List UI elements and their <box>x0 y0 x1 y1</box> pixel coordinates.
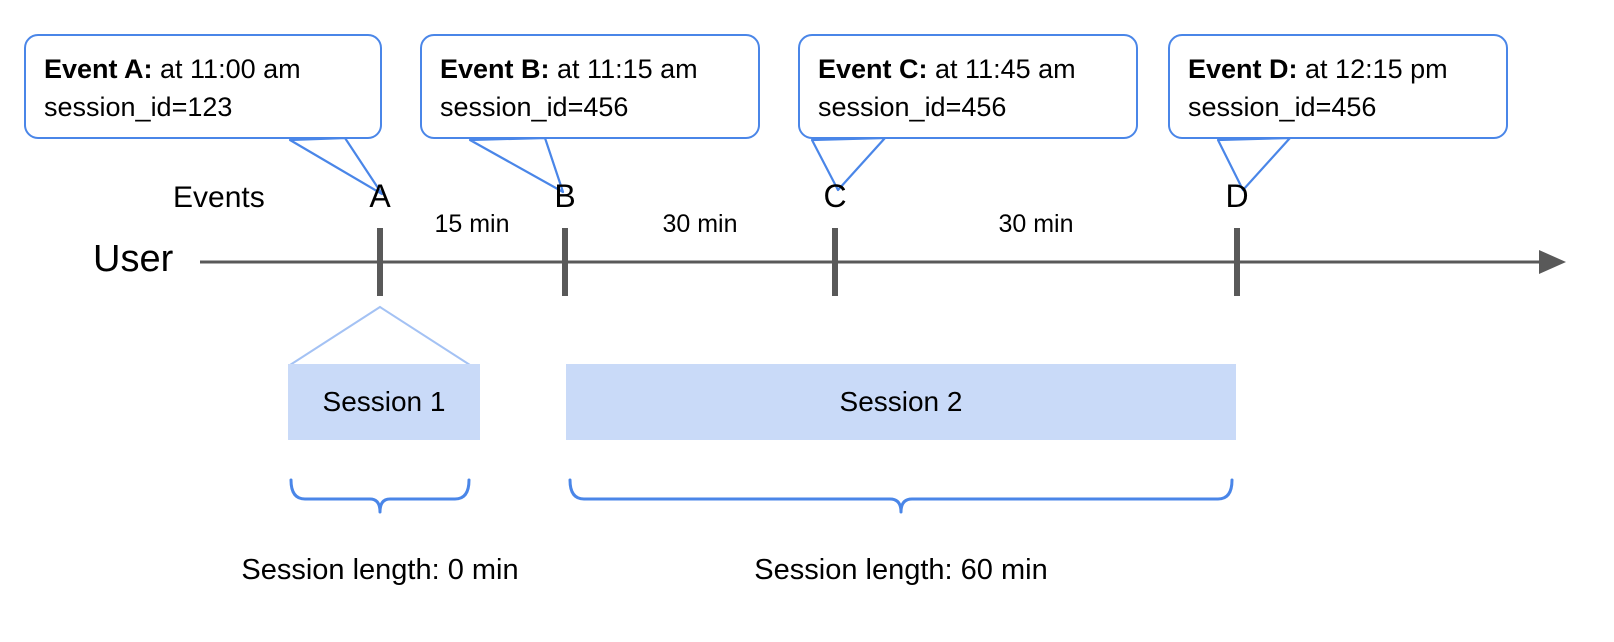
callout-event-a-time: at 11:00 am <box>152 54 301 84</box>
session-1-brace <box>289 478 471 514</box>
callout-event-a-session: session_id=123 <box>44 92 233 123</box>
session-2-length-label: Session length: 60 min <box>754 554 1048 586</box>
session-box-1-label: Session 1 <box>322 386 446 417</box>
user-lane-label: User <box>93 238 174 280</box>
callout-event-c-title: Event C: <box>818 54 928 84</box>
callout-event-b-time: at 11:15 am <box>549 54 698 84</box>
tick-label-c: C <box>823 178 847 214</box>
tick-label-b: B <box>554 178 576 214</box>
session-box-2-label: Session 2 <box>839 386 963 417</box>
gap-label-b-c: 30 min <box>662 210 738 238</box>
gap-label-a-b: 15 min <box>434 210 510 238</box>
callout-event-d-title: Event D: <box>1188 54 1298 84</box>
callout-event-d: Event D: at 12:15 pm session_id=456 <box>1168 34 1508 139</box>
gap-label-c-d: 30 min <box>998 210 1074 238</box>
callout-event-c-session: session_id=456 <box>818 92 1007 123</box>
callout-event-a: Event A: at 11:00 am session_id=123 <box>24 34 382 139</box>
session-1-length-label: Session length: 0 min <box>241 554 519 586</box>
callout-event-d-time: at 12:15 pm <box>1297 54 1448 84</box>
tick-label-a: A <box>369 178 391 214</box>
callout-event-c: Event C: at 11:45 am session_id=456 <box>798 34 1138 139</box>
callout-event-b-session: session_id=456 <box>440 92 629 123</box>
callout-event-c-time: at 11:45 am <box>927 54 1076 84</box>
tick-label-d: D <box>1225 178 1249 214</box>
events-lane-label: Events <box>173 181 265 214</box>
session-box-1: Session 1 <box>288 364 480 440</box>
callout-event-b: Event B: at 11:15 am session_id=456 <box>420 34 760 139</box>
callout-event-d-session: session_id=456 <box>1188 92 1377 123</box>
session-box-2: Session 2 <box>566 364 1236 440</box>
session-2-brace <box>568 478 1234 514</box>
callout-event-b-title: Event B: <box>440 54 550 84</box>
session-1-connector <box>289 305 471 366</box>
callout-event-a-title: Event A: <box>44 54 153 84</box>
